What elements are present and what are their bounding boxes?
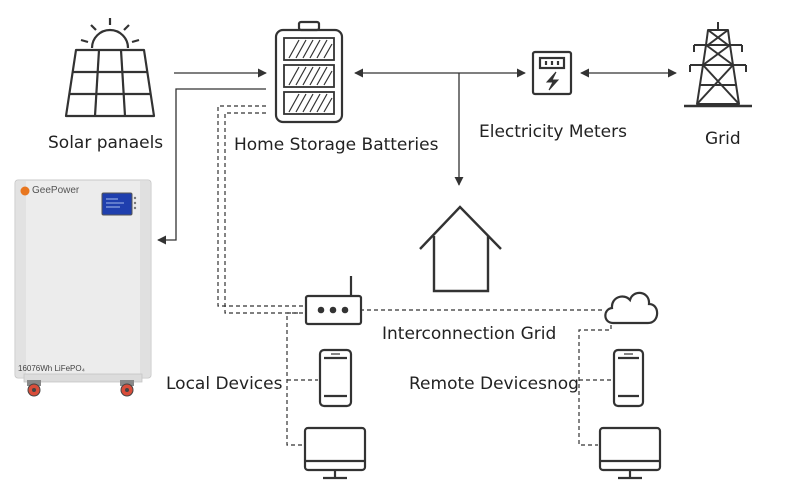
transmission-tower-icon — [684, 22, 752, 108]
wheel-icon — [120, 380, 134, 397]
product-model: 16076Wh LiFePO₄ — [18, 364, 85, 373]
display-screen — [101, 192, 133, 216]
network-lines — [217, 105, 612, 446]
monitor-icon — [303, 426, 367, 480]
product-brand: GeePower — [32, 185, 80, 196]
battery-icon — [274, 20, 344, 124]
house-icon — [419, 205, 502, 293]
monitor-icon — [598, 426, 662, 480]
battery-cabinet — [14, 179, 152, 397]
home-storage-batteries-label: Home Storage Batteries — [234, 135, 439, 155]
solar-panels-label: Solar panaels — [48, 133, 164, 153]
electricity-meters-label: Electricity Meters — [479, 122, 627, 142]
brand-logo-icon — [20, 186, 30, 196]
electricity-meter-icon — [531, 50, 573, 96]
router-icon — [304, 276, 363, 326]
smartphone-icon — [318, 348, 353, 408]
local-devices-label: Local Devices — [166, 374, 283, 394]
sun-icon — [80, 18, 140, 49]
cloud-icon — [604, 291, 659, 325]
solar-panel-icon — [64, 18, 156, 118]
smartphone-icon — [612, 348, 645, 408]
remote-devices-label: Remote Devicesnog — [409, 374, 579, 394]
interconnection-grid-label: Interconnection Grid — [382, 324, 557, 344]
wheel-icon — [27, 380, 41, 397]
grid-label: Grid — [705, 129, 741, 149]
